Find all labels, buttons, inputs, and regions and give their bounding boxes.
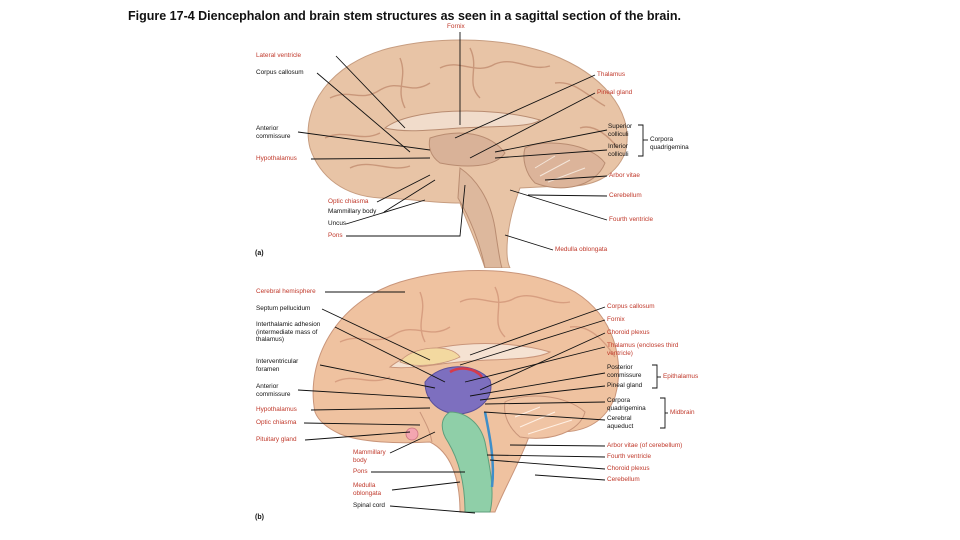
label-b-cerebellum: Cerebellum xyxy=(607,476,640,483)
label-b-choroid-plexus-lower: Choroid plexus xyxy=(607,465,650,472)
label-a-pons: Pons xyxy=(328,232,343,239)
label-b-posterior-commissure: Posterior commissure xyxy=(607,364,642,379)
panel-b-tag: (b) xyxy=(255,514,264,521)
label-b-fornix: Fornix xyxy=(607,316,625,323)
label-b-hypothalamus: Hypothalamus xyxy=(256,406,297,413)
label-a-uncus: Uncus xyxy=(328,220,347,227)
label-b-pineal-gland: Pineal gland xyxy=(607,382,643,389)
label-a-hypothalamus: Hypothalamus xyxy=(256,155,297,162)
label-a-fourth-ventricle: Fourth ventricle xyxy=(609,216,654,223)
figure-title: Figure 17-4 Diencephalon and brain stem … xyxy=(128,9,681,23)
label-a-cerebellum: Cerebellum xyxy=(609,192,642,199)
sagittal-brain-illustration xyxy=(312,270,620,513)
label-b-corpus-callosum: Corpus callosum xyxy=(607,303,655,310)
label-b-anterior-commissure: Anterior commissure xyxy=(256,383,291,398)
label-a-thalamus: Thalamus xyxy=(597,71,626,78)
label-a-fornix: Fornix xyxy=(447,23,465,30)
label-b-corpora-quadrigemina: Corpora quadrigemina xyxy=(607,397,646,412)
label-b-cerebral-hemisphere: Cerebral hemisphere xyxy=(256,288,316,295)
label-a-lateral-ventricle: Lateral ventricle xyxy=(256,52,302,59)
label-b-thalamus: Thalamus (encloses third ventricle) xyxy=(607,342,679,357)
label-b-fourth-ventricle: Fourth ventricle xyxy=(607,453,652,460)
label-a-optic-chiasma: Optic chiasma xyxy=(328,198,369,205)
label-b-interthalamic-adhesion: Interthalamic adhesion (intermediate mas… xyxy=(256,321,321,344)
label-b-interventricular-foramen: Interventricular foramen xyxy=(256,358,299,373)
label-b-epithalamus: Epithalamus xyxy=(663,373,699,380)
label-b-pituitary-gland: Pituitary gland xyxy=(256,436,297,443)
label-a-mammillary-body: Mammillary body xyxy=(328,208,377,215)
label-b-pons: Pons xyxy=(353,468,368,475)
label-a-arbor-vitae: Arbor vitae xyxy=(609,172,640,179)
label-a-medulla-oblongata: Medulla oblongata xyxy=(555,246,608,253)
label-a-inferior-colliculi: Inferior colliculi xyxy=(608,143,629,158)
label-b-spinal-cord: Spinal cord xyxy=(353,502,385,509)
sagittal-brain-photo xyxy=(307,39,628,268)
label-b-mammillary-body: Mammillary body xyxy=(353,449,386,464)
label-a-pineal-gland: Pineal gland xyxy=(597,89,633,96)
label-a-anterior-commissure: Anterior commissure xyxy=(256,125,291,140)
label-b-arbor-vitae: Arbor vitae (of cerebellum) xyxy=(607,442,683,449)
label-b-midbrain: Midbrain xyxy=(670,409,695,416)
label-a-corpora-quadrigemina: Corpora quadrigemina xyxy=(650,136,689,151)
label-b-medulla-oblongata: Medulla oblongata xyxy=(353,482,382,497)
label-b-optic-chiasma: Optic chiasma xyxy=(256,419,297,426)
label-a-corpus-callosum: Corpus callosum xyxy=(256,69,304,76)
label-b-septum-pellucidum: Septum pellucidum xyxy=(256,305,311,312)
label-b-choroid-plexus-upper: Choroid plexus xyxy=(607,329,650,336)
label-a-superior-colliculi: Superior colliculi xyxy=(608,123,633,138)
panel-a-tag: (a) xyxy=(255,250,264,257)
label-b-cerebral-aqueduct: Cerebral aqueduct xyxy=(607,415,634,430)
